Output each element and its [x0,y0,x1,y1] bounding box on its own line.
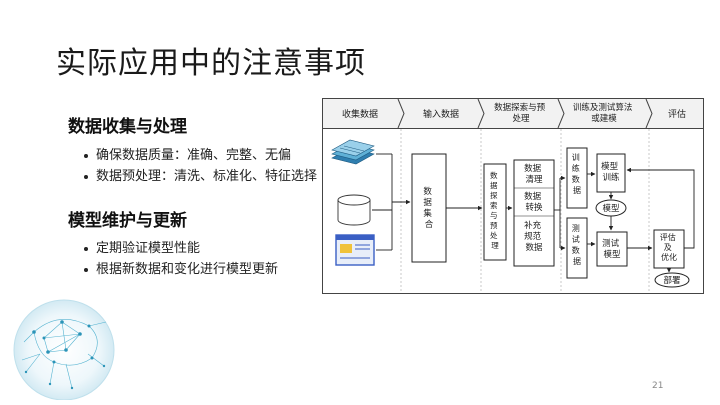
test-data-label: 测 试 数 据 [572,224,583,266]
bullet-list-model-maintenance: 定期验证模型性能 根据新数据和变化进行模型更新 [84,238,278,280]
data-set-label: 数 据 集 合 [423,186,434,230]
evaluate-optimize-box [653,229,685,269]
label-line: 优化 [661,252,677,262]
label-char: 数 [423,186,432,197]
label-line: 数据 [525,242,543,253]
stage-headers [397,98,653,129]
label-char: 据 [423,197,432,208]
webpage-icon [335,234,375,266]
label-line: 评估 [660,232,676,242]
stage-label-train-test: 训练及测试算法 或建模 [573,102,635,124]
stage-label-line: 或建模 [591,113,617,124]
label-char: 预 [490,220,498,230]
stacked-documents-icon [331,139,375,165]
label-char: 据 [490,181,498,190]
label-char: 理 [491,241,499,250]
model-training-label: 模型 训练 [601,161,621,183]
model-training-box [596,153,626,193]
stage-label-line: 数据探索与预 [494,102,546,113]
label-char: 索 [490,200,498,210]
stage-label-input: 输入数据 [423,108,459,120]
label-char: 试 [572,234,580,244]
label-line: 训练 [602,172,620,183]
model-label: 模型 [602,203,620,214]
label-char: 数 [572,245,580,255]
stage-label-line: 训练及测试算法 [573,102,633,113]
test-model-box [596,231,628,267]
label-line: 模型 [603,249,621,260]
label-line: 补充 [524,220,542,231]
deploy-node [654,272,690,288]
stage-label-collect: 收集数据 [342,108,378,120]
section-heading-data-collection: 数据收集与处理 [68,117,187,137]
label-line: 及 [664,243,672,252]
label-char: 据 [573,256,581,266]
label-line: 数据 [524,191,542,202]
data-set-box [411,153,447,263]
label-line: 模型 [601,161,619,172]
bullet-item: 数据预处理：清洗、标准化、特征选择 [84,166,317,187]
label-line: 转换 [525,202,543,213]
training-data-box [566,147,588,209]
database-cylinder-icon [337,194,371,226]
test-data-box [566,217,588,279]
label-line: 测试 [602,238,620,249]
explore-preprocess-label: 数 据 探 索 与 预 处 理 [490,170,500,250]
evaluate-optimize-label: 评估 及 优化 [660,232,679,262]
label-char: 处 [490,230,498,240]
machine-learning-flow-diagram: 收集数据 输入数据 数据探索与预 处理 训练及测试算法 或建模 评估 [322,98,704,294]
test-model-label: 测试 模型 [602,238,622,260]
label-char: 训 [572,153,580,162]
page-number: 21 [652,381,664,391]
label-char: 集 [423,208,432,219]
clean-label: 数据 清理 [524,163,544,185]
stage-label-explore: 数据探索与预 处理 [494,102,548,124]
data-processing-column [513,159,555,267]
training-data-label: 训 练 数 据 [572,153,583,195]
label-line: 规范 [524,231,542,242]
supplement-label: 补充 规范 数据 [524,220,544,253]
label-line: 数据 [524,163,542,174]
label-char: 数 [490,170,498,180]
label-char: 据 [573,185,581,195]
section-heading-model-maintenance: 模型维护与更新 [68,211,187,231]
label-line: 清理 [525,174,543,185]
brain-network-orb-image [13,299,115,400]
transform-label: 数据 转换 [524,191,544,213]
explore-preprocess-box [483,163,507,261]
label-char: 练 [572,163,580,173]
label-char: 与 [490,211,498,220]
stage-label-line: 处理 [512,113,530,124]
deploy-label: 部署 [663,275,681,286]
stage-label-evaluate: 评估 [668,108,686,120]
label-char: 测 [572,224,580,233]
bullet-item: 定期验证模型性能 [84,238,278,259]
label-char: 合 [425,219,434,230]
bullet-list-data-collection: 确保数据质量：准确、完整、无偏 数据预处理：清洗、标准化、特征选择 [84,145,317,187]
slide-title: 实际应用中的注意事项 [56,46,366,81]
label-char: 探 [490,190,498,200]
label-char: 数 [572,174,580,184]
bullet-item: 确保数据质量：准确、完整、无偏 [84,145,317,166]
bullet-item: 根据新数据和变化进行模型更新 [84,259,278,280]
